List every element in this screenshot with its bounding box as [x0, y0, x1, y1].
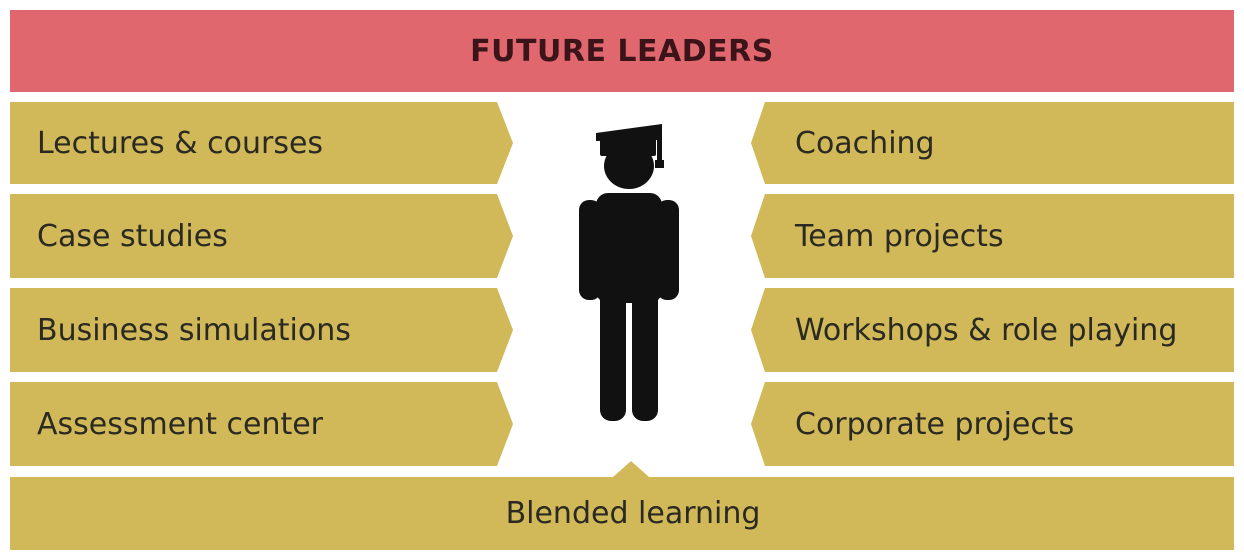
band-right-2 — [751, 194, 1234, 278]
header-bar — [10, 10, 1234, 92]
band-bottom — [10, 461, 1234, 550]
bottom-band: Blended learning — [10, 477, 1234, 550]
band-right-4 — [751, 382, 1234, 466]
right-item-4: Corporate projects — [795, 406, 1075, 442]
left-item-2: Case studies — [37, 218, 228, 254]
diagram-title: FUTURE LEADERS — [470, 33, 774, 69]
band-left-1 — [10, 102, 513, 184]
right-item-3: Workshops & role playing — [795, 312, 1178, 348]
band-left-3 — [10, 288, 513, 372]
right-item-2: Team projects — [795, 218, 1004, 254]
band-right-3 — [751, 288, 1234, 372]
graduate-person-icon — [579, 124, 679, 421]
band-right-1 — [751, 102, 1234, 184]
band-left-4 — [10, 382, 513, 466]
left-item-4: Assessment center — [37, 406, 324, 442]
right-item-1: Coaching — [795, 125, 935, 161]
bottom-label: Blended learning — [505, 496, 761, 531]
left-item-1: Lectures & courses — [37, 125, 324, 161]
band-left-2 — [10, 194, 513, 278]
left-item-3: Business simulations — [37, 312, 351, 348]
